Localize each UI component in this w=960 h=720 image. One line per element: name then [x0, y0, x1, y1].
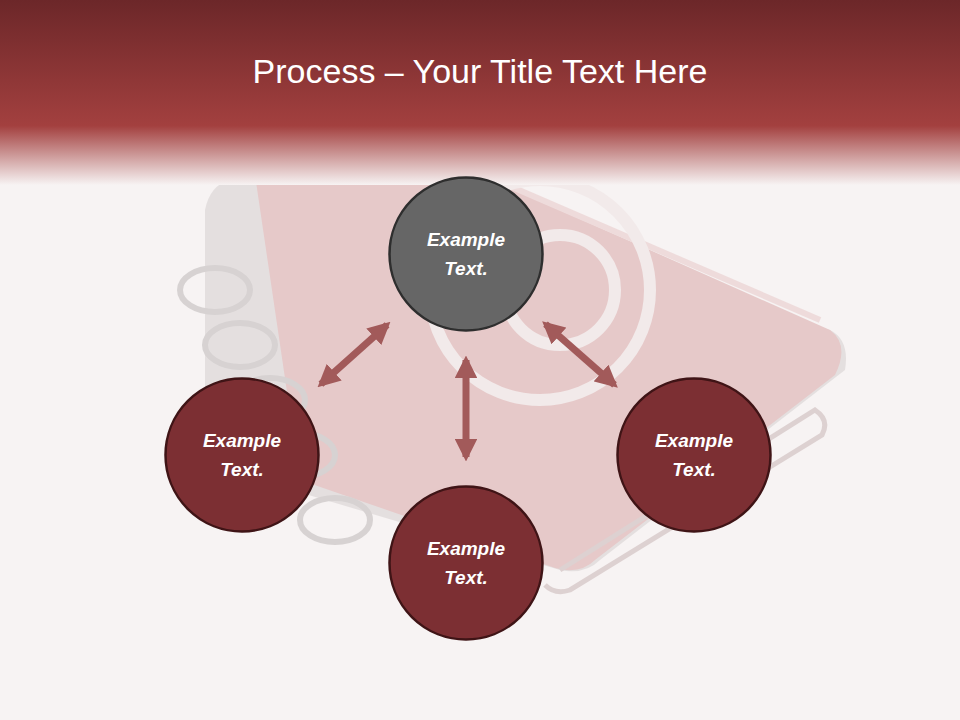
double-arrow	[321, 325, 387, 384]
circle-outline	[616, 377, 772, 533]
process-circle: Example Text.	[616, 377, 772, 533]
node-text: Example Text.	[416, 225, 516, 283]
slide-title: Process – Your Title Text Here	[0, 52, 960, 91]
process-circle: Example Text.	[388, 176, 544, 332]
circle-outline	[388, 176, 544, 332]
circle-outline	[164, 377, 320, 533]
process-circle: Example Text.	[388, 485, 544, 641]
double-arrow	[546, 324, 615, 385]
node-text: Example Text.	[416, 534, 516, 592]
circle-outline	[388, 485, 544, 641]
node-text: Example Text.	[644, 426, 744, 484]
double-arrow	[463, 360, 470, 457]
process-circle: Example Text.	[164, 377, 320, 533]
node-text: Example Text.	[192, 426, 292, 484]
